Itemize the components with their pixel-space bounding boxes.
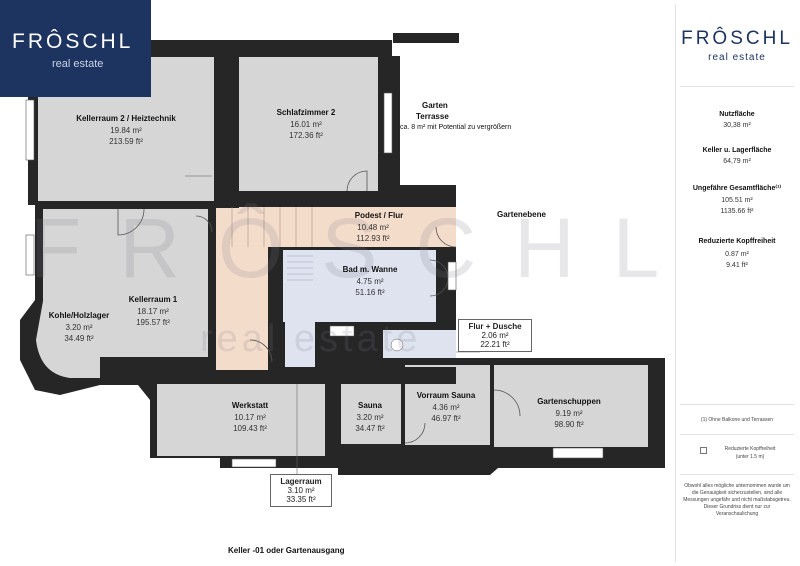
label-terrasse-note: ca. 8 m² mit Potential zu vergrößern (400, 124, 512, 131)
room-area-schlafzimmer-2: 16.01 m² (290, 120, 322, 129)
room-ft-schlafzimmer-2: 172.36 ft² (289, 131, 323, 140)
room-area-flur-dusche: 2.06 m² (481, 331, 509, 340)
room-name-podest: Podest / Flur (354, 211, 404, 220)
room-area-bad: 4.75 m² (356, 277, 384, 286)
room-ft-kellerraum-1: 195.57 ft² (136, 318, 170, 327)
label-garten: Garten (422, 101, 448, 110)
kopf-label: Reduzierte Kopffreiheit (698, 238, 776, 245)
room-name-schlafzimmer-2: Schlafzimmer 2 (276, 108, 336, 117)
gesamt-m2: 105.51 m² (721, 197, 753, 204)
keller-value: 64,79 m² (723, 158, 751, 165)
watermark-name: FRÔSCHL (30, 201, 698, 295)
room-kohle (36, 301, 105, 378)
room-stair-flur (216, 207, 456, 247)
watermark-tagline: real estate (200, 318, 422, 360)
room-area-gartenschuppen: 9.19 m² (555, 409, 583, 418)
room-ft-werkstatt: 109.43 ft² (233, 424, 267, 433)
room-ft-podest: 112.93 ft² (356, 234, 390, 243)
room-bath-lower (285, 322, 315, 370)
room-ft-vorraum: 46.97 ft² (431, 414, 461, 423)
sidebar-brand-name: FRÔSCHL (681, 28, 793, 49)
room-area-kellerraum-1: 18.17 m² (137, 307, 169, 316)
room-ft-kohle: 34.49 ft² (64, 334, 94, 343)
room-name-flur-dusche: Flur + Dusche (468, 322, 522, 331)
room-schlafzimmer-2 (239, 57, 378, 191)
kopf-m2: 0.87 m² (725, 251, 749, 258)
lagerraum-tag: Lagerraum 3.10 m² 33.35 ft² (270, 474, 332, 507)
room-sauna (341, 384, 401, 444)
gesamt-ft2: 1135.66 ft² (720, 208, 754, 215)
room-name-kellerraum-2: Kellerraum 2 / Heiztechnik (76, 114, 176, 123)
label-gartenebene: Gartenebene (497, 210, 546, 219)
room-name-vorraum: Vorraum Sauna (416, 391, 476, 400)
room-ft-gartenschuppen: 98.90 ft² (554, 420, 584, 429)
keller-label: Keller u. Lagerfläche (702, 147, 772, 154)
room-name-kohle: Kohle/Holzlager (48, 311, 110, 320)
footnote: (1) Ohne Balkone und Terrassen (700, 417, 774, 423)
room-ft-bad: 51.16 ft² (355, 288, 385, 297)
floor-title: Keller -01 oder Gartenausgang (228, 546, 345, 555)
room-name-kellerraum-1: Kellerraum 1 (128, 295, 178, 304)
room-area-podest: 10.48 m² (357, 223, 389, 232)
room-area-lagerraum: 3.10 m² (287, 486, 315, 495)
room-area-sauna: 3.20 m² (356, 413, 384, 422)
room-kellerraum-1-left (43, 209, 105, 301)
divider (680, 474, 794, 475)
disclaimer: Obwohl alles mögliche unternommen wurde … (683, 483, 791, 517)
room-ft-sauna: 34.47 ft² (355, 424, 385, 433)
info-sidebar: FRÔSCHL real estate Nutzfläche 30,38 m² … (675, 4, 798, 562)
divider (680, 404, 794, 405)
room-ft-flur-dusche: 22.21 ft² (480, 340, 510, 349)
brand-logo: FRÔSCHL real estate (0, 0, 151, 97)
room-name-gartenschuppen: Gartenschuppen (537, 397, 601, 406)
brand-tagline: real estate (52, 58, 104, 70)
room-ft-kellerraum-2: 213.59 ft² (109, 137, 143, 146)
divider (680, 434, 794, 435)
nutzflaeche-label: Nutzfläche (719, 111, 755, 118)
room-area-kohle: 3.20 m² (65, 323, 93, 332)
brand-name: FRÔSCHL (12, 30, 134, 53)
room-area-werkstatt: 10.17 m² (234, 413, 266, 422)
room-ft-lagerraum: 33.35 ft² (286, 495, 316, 504)
room-name-lagerraum: Lagerraum (280, 477, 322, 486)
room-area-kellerraum-2: 19.84 m² (110, 126, 142, 135)
kopf-ft2: 9.41 ft² (726, 262, 748, 269)
room-stair-down (216, 247, 268, 370)
room-kellerraum-1 (105, 209, 208, 357)
gesamt-label: Ungefähre Gesamtfläche⁽¹⁾ (692, 185, 782, 192)
room-name-werkstatt: Werkstatt (231, 401, 269, 410)
flur-dusche-tag: Flur + Dusche 2.06 m² 22.21 ft² (458, 319, 532, 352)
legend-line1: Reduzierte Kopffreiheit (724, 446, 776, 452)
room-name-sauna: Sauna (357, 401, 383, 410)
legend-line2: (unter 1.5 m) (735, 454, 765, 460)
divider (680, 86, 794, 87)
room-name-bad: Bad m. Wanne (342, 265, 398, 274)
sidebar-brand-tagline: real estate (708, 52, 766, 63)
nutzflaeche-value: 30,38 m² (723, 122, 751, 129)
room-gartenschuppen (494, 365, 648, 447)
label-terrasse: Terrasse (416, 112, 449, 121)
legend-swatch (700, 447, 707, 454)
room-area-vorraum: 4.36 m² (432, 403, 460, 412)
